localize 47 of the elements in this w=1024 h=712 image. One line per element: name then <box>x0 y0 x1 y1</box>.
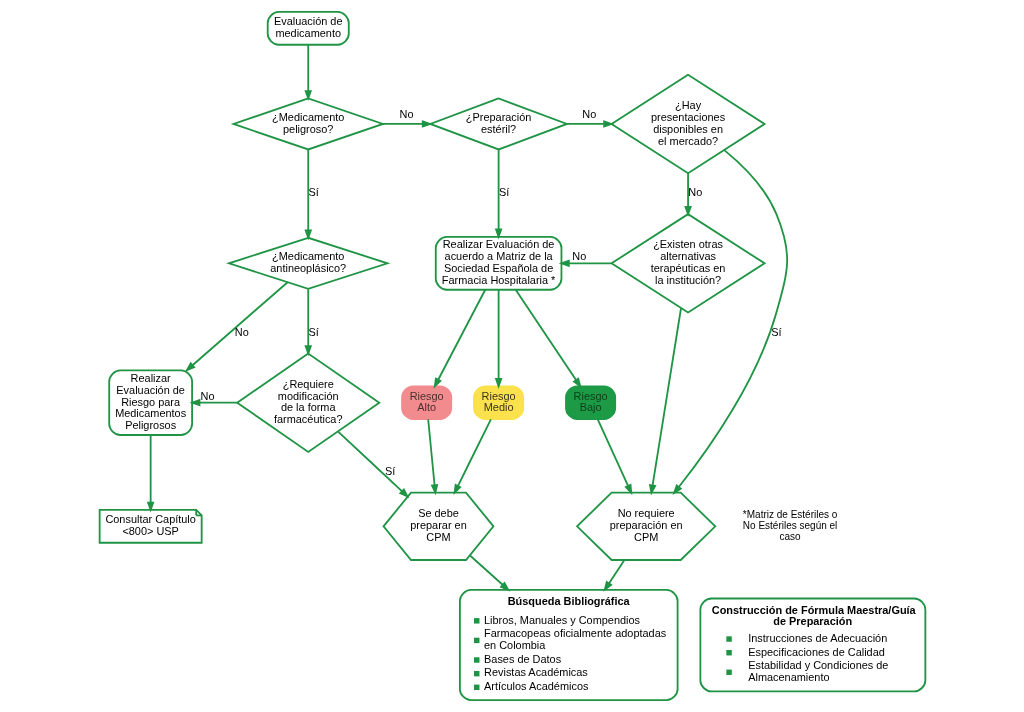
arrow <box>596 418 632 496</box>
edge-label: No <box>399 108 414 121</box>
arrow <box>303 43 312 102</box>
arrow <box>648 307 682 496</box>
edge-label: No <box>687 186 702 199</box>
arrow <box>184 281 289 372</box>
arrow <box>433 288 486 389</box>
node-diamond: ¿Existen otras alternativas terapéuticas en la institución? <box>609 213 766 314</box>
arrow <box>558 259 612 268</box>
node-box: Realizar Evaluación de acuerdo a Matriz de la Sociedad Española de Farmacia Hospitalaria * <box>434 236 562 291</box>
arrow <box>602 559 625 592</box>
arrow <box>303 148 312 241</box>
node-box: Riesgo Medio <box>472 385 524 420</box>
arrow <box>683 172 692 217</box>
arrow <box>565 120 614 128</box>
edge-label: Sí <box>498 186 509 199</box>
arrow <box>146 434 154 513</box>
arrow <box>303 288 312 357</box>
arrow <box>381 120 433 128</box>
node-diamond: ¿Hay presentaciones disponibles en el mercado? <box>609 73 766 175</box>
edge-label: Sí <box>770 325 782 338</box>
node-box: Riesgo Bajo <box>564 385 616 420</box>
arrow <box>468 554 510 592</box>
label: *Matriz de Estériles o No Estériles según el caso <box>742 508 837 542</box>
node-diamond: ¿Medicamento peligroso? <box>230 97 386 151</box>
edge-label: No <box>571 250 586 263</box>
arrow <box>494 288 502 389</box>
node-box: Riesgo Alto <box>400 385 452 420</box>
arrow <box>494 148 502 240</box>
node-diamond: ¿Requiere modificación de la forma farmacéutica? <box>235 352 381 453</box>
arrow <box>514 288 582 389</box>
edge-label: Sí <box>308 325 319 338</box>
arrow <box>671 149 788 495</box>
arrow <box>336 430 409 499</box>
edge-label: No <box>234 325 249 338</box>
node-box: Evaluación de medicamento <box>266 11 350 46</box>
arrow <box>452 418 492 496</box>
edge-label: No <box>200 389 214 402</box>
arrow <box>426 418 438 496</box>
edge-label: Sí <box>308 186 319 199</box>
edge-label: Sí <box>384 465 395 478</box>
node-box: Realizar Evaluación de Riesgo para Medicamentos Peligrosos <box>107 369 193 436</box>
node-box: Construcción de Fórmula Maestra/Guía de Preparación Instrucciones de Adecuación Especificaciones de Calidad Estabilidad y Condiciones de Almacenamiento <box>698 597 926 693</box>
node-diamond: ¿Medicamento antineoplásico? <box>225 236 390 290</box>
edge-label: No <box>581 108 596 121</box>
node-box: Búsqueda Bibliográfica Libros, Manuales y Compendios Farmacopeas oficialmente adoptadas en Colombia Bases de Datos Revistas Académicas Artículos Académicos <box>458 588 678 701</box>
arrow <box>188 398 238 407</box>
